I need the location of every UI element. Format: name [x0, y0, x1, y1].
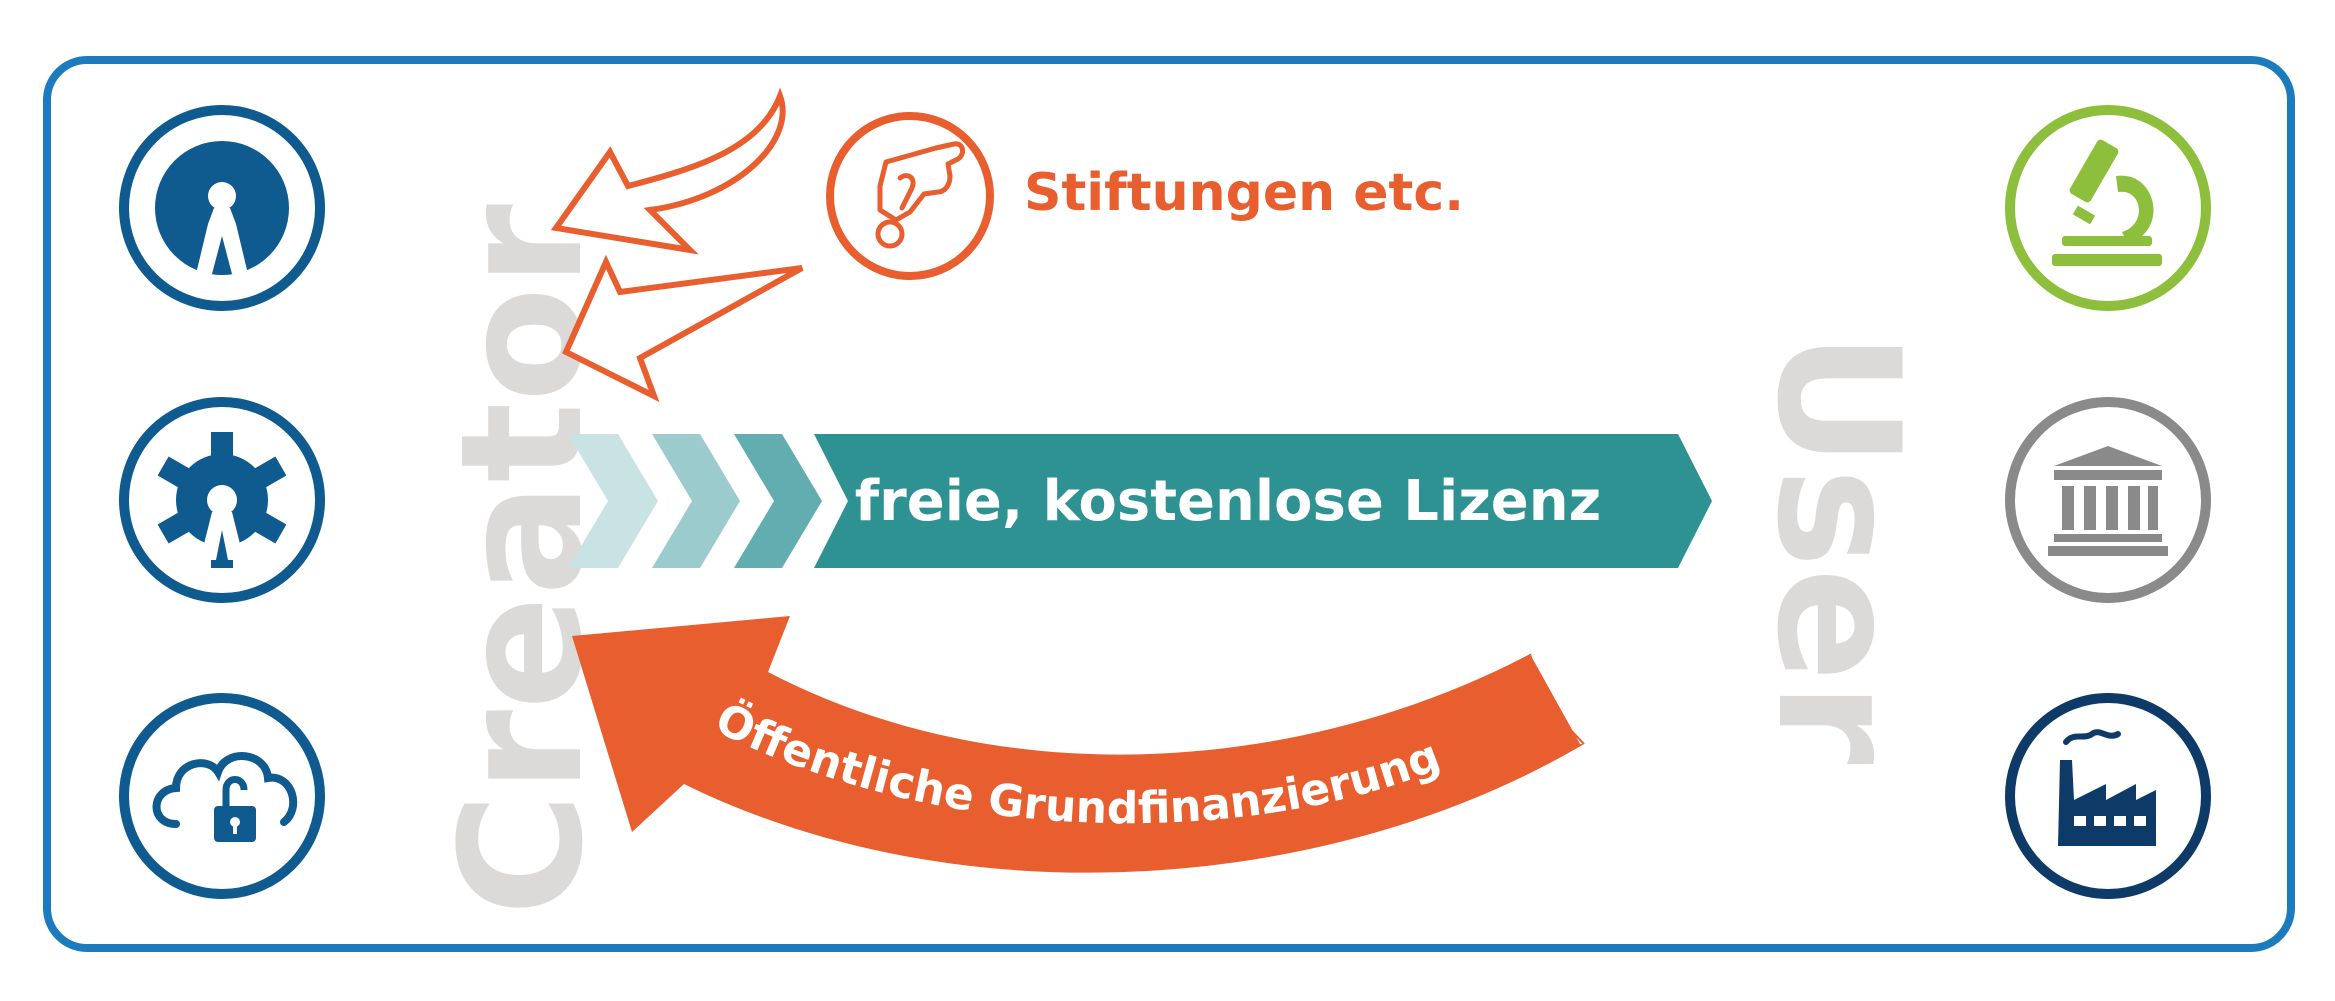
license-label: freie, kostenlose Lizenz: [855, 469, 1601, 534]
license-arrow: [568, 434, 1712, 568]
public-institution-icon: [2005, 397, 2211, 603]
foundation-arrow-lower: [562, 254, 804, 403]
chevron-2: [652, 434, 740, 568]
donation-hand-coin-icon: [826, 112, 994, 280]
industry-factory-icon: [2005, 693, 2211, 899]
chevron-1: [568, 434, 658, 568]
chevron-3: [734, 434, 822, 568]
funding-arrow: [572, 616, 1585, 873]
open-data-cloud-icon: [119, 693, 325, 899]
open-access-icon: [119, 105, 325, 311]
science-microscope-icon: [2005, 105, 2211, 311]
outer-frame: [43, 56, 2295, 952]
foundation-arrow-upper: [550, 87, 786, 255]
license-band: [814, 434, 1712, 568]
foundations-label: Stiftungen etc.: [1024, 163, 1464, 223]
user-label: User: [1740, 331, 1936, 764]
open-source-gear-icon: [119, 397, 325, 603]
